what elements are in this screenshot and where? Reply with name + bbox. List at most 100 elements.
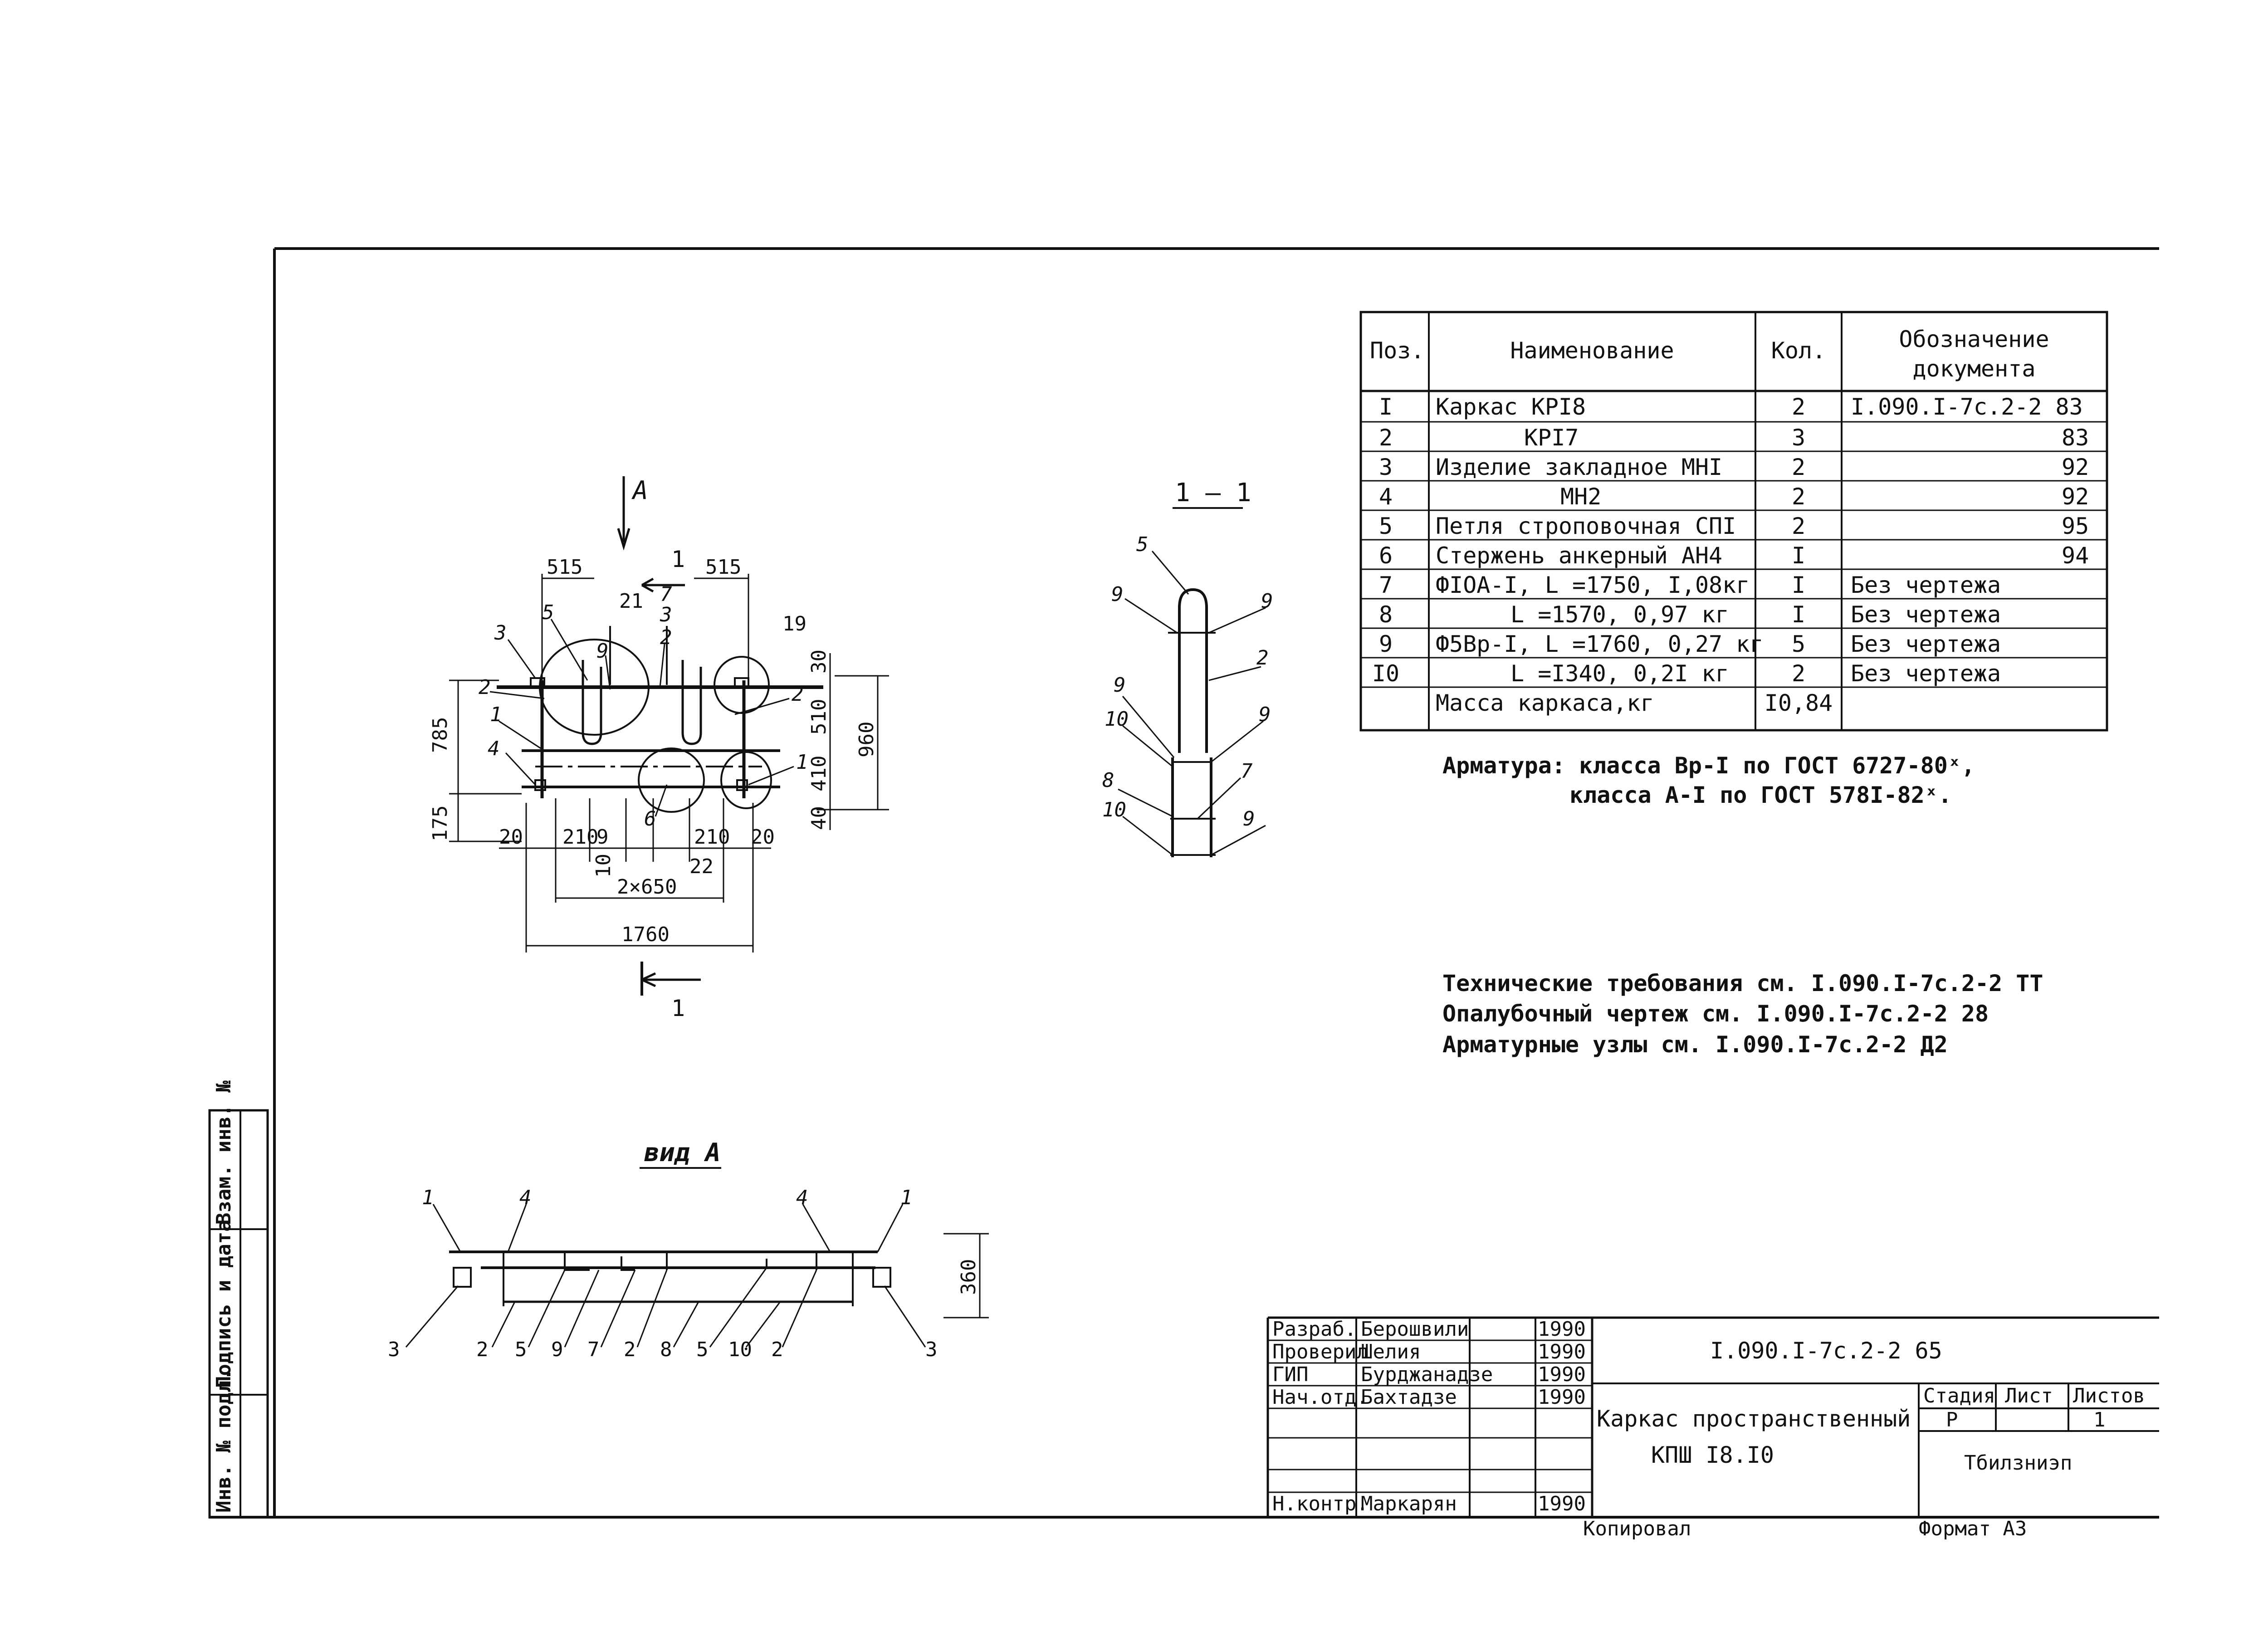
section-label-9-left: 9 xyxy=(1111,583,1124,606)
dim-10: 10 xyxy=(592,854,615,878)
specification-table: Поз. Наименование Кол. Обозначение докум… xyxy=(1359,311,2108,732)
section-label-7: 7 xyxy=(1241,760,1253,783)
title-block-role: Проверил xyxy=(1272,1340,1369,1363)
section-label-8: 8 xyxy=(1102,769,1114,792)
dim-410: 410 xyxy=(807,756,831,791)
spec-header-doc-1: Обозначение xyxy=(1899,326,2049,352)
spec-cell-qty: I xyxy=(1792,542,1805,569)
spec-header-name: Наименование xyxy=(1510,337,1674,364)
title-block-date: 1990 xyxy=(1538,1492,1586,1515)
spec-cell-qty: 3 xyxy=(1792,425,1805,451)
spec-cell-pos: 5 xyxy=(1379,513,1393,539)
title-block-date: 1990 xyxy=(1538,1318,1586,1341)
spec-header-pos: Поз. xyxy=(1370,337,1424,364)
view-a-top-label-1: 1 xyxy=(422,1186,434,1209)
dim-2x650: 2×650 xyxy=(617,875,677,899)
spec-cell-name: МН2 xyxy=(1560,484,1601,510)
stage-value: Р xyxy=(1946,1408,1958,1431)
plan-label-1: 1 xyxy=(490,703,502,726)
view-a-label-2: 2 xyxy=(476,1338,489,1361)
view-a-label-2b: 2 xyxy=(624,1338,636,1361)
dim-515-right: 515 xyxy=(705,556,741,579)
spec-cell-name: Петля строповочная СПI xyxy=(1436,513,1736,539)
title-block-name: Бурджанадзе xyxy=(1361,1363,1493,1386)
spec-cell-pos: I xyxy=(1379,394,1393,420)
dim-40: 40 xyxy=(807,806,831,830)
title-block-name: Маркарян xyxy=(1361,1492,1457,1515)
view-a-label-5b: 5 xyxy=(696,1338,709,1361)
spec-cell-qty: 2 xyxy=(1792,454,1805,480)
spec-cell-doc: 95 xyxy=(2062,513,2089,539)
left-margin-strip: Взам. инв. № Подпись и дата Инв. № подл. xyxy=(208,1080,269,1519)
view-a-label-5: 5 xyxy=(515,1338,527,1361)
strip-cell-signature: Подпись и дата xyxy=(212,1220,235,1388)
dim-19: 19 xyxy=(782,612,807,635)
view-a-top-label-4: 4 xyxy=(519,1186,532,1209)
spec-cell-qty: I xyxy=(1792,601,1805,628)
spec-cell-doc: Без чертежа xyxy=(1851,572,2001,598)
spec-cell-pos: I0 xyxy=(1372,660,1399,687)
dim-20-right: 20 xyxy=(751,826,775,849)
title-block-role: Н.контр. xyxy=(1272,1492,1369,1515)
spec-header-doc-2: документа xyxy=(1913,356,2036,382)
spec-cell-name: КРI7 xyxy=(1524,425,1579,451)
note-armature-2: класса А-I по ГОСТ 578I-82ˣ. xyxy=(1569,782,1952,808)
title-block-name: Бахтадзе xyxy=(1361,1386,1457,1409)
dim-30: 30 xyxy=(807,650,831,674)
view-a-label-7: 7 xyxy=(587,1338,600,1361)
spec-cell-doc: 92 xyxy=(2062,484,2089,510)
plan-label-3: 3 xyxy=(494,621,507,645)
spec-cell-doc: 94 xyxy=(2062,542,2089,569)
view-a-label-8: 8 xyxy=(660,1338,672,1361)
dim-960: 960 xyxy=(855,722,878,757)
section-label-9-bottom: 9 xyxy=(1243,807,1255,830)
spec-cell-qty: 2 xyxy=(1792,513,1805,539)
title-block-date: 1990 xyxy=(1538,1386,1586,1409)
spec-cell-qty: 5 xyxy=(1792,631,1805,657)
spec-cell-name: Масса каркаса,кг xyxy=(1436,690,1654,716)
section-label-9-right: 9 xyxy=(1261,590,1273,613)
dim-785: 785 xyxy=(429,717,452,753)
strip-cell-original: Инв. № подл. xyxy=(212,1368,235,1513)
copied-by: Копировал xyxy=(1583,1517,1691,1540)
title-block-name: Берошвили xyxy=(1361,1318,1469,1341)
plan-label-3-top: 3 xyxy=(660,603,672,626)
dim-1760: 1760 xyxy=(621,923,670,946)
notes: Арматура: класса Вр-I по ГОСТ 6727-80ˣ, … xyxy=(1442,752,2043,1058)
view-a-label-9: 9 xyxy=(551,1338,563,1361)
doc-code: I.090.I-7с.2-2 65 xyxy=(1710,1338,1942,1364)
dim-210-right: 210 xyxy=(694,826,730,849)
title-block-date: 1990 xyxy=(1538,1340,1586,1363)
title-block-role: ГИП xyxy=(1272,1363,1308,1386)
plan-label-2-top: 2 xyxy=(660,626,672,649)
dim-20-left: 20 xyxy=(499,826,523,849)
sheets-header: Листов xyxy=(2073,1384,2145,1407)
section-mark-bottom: 1 xyxy=(671,995,685,1021)
spec-cell-name: L =1570, 0,97 кг xyxy=(1510,601,1729,628)
title-block-role: Нач.отд. xyxy=(1272,1386,1369,1409)
spec-cell-pos: 6 xyxy=(1379,542,1393,569)
title-block: Разраб.ПроверилГИПНач.отд.Н.контр.Берошв… xyxy=(1266,1316,2159,1540)
view-a-top-label-4b: 4 xyxy=(796,1186,808,1209)
section-label-9-mid: 9 xyxy=(1114,674,1126,697)
spec-cell-pos: 8 xyxy=(1379,601,1393,628)
organization: Тбилзниэп xyxy=(1964,1451,2072,1475)
sheets-value: 1 xyxy=(2093,1408,2106,1431)
section-title: 1 — 1 xyxy=(1175,478,1251,508)
spec-cell-name: Ф5Вр-I, L =1760, 0,27 кг xyxy=(1436,631,1763,657)
dim-21: 21 xyxy=(619,590,643,613)
dim-175: 175 xyxy=(429,806,452,841)
plan-label-2-left: 2 xyxy=(479,676,491,699)
dim-210-left: 210 xyxy=(562,826,598,849)
view-a-label-3b: 3 xyxy=(925,1338,938,1361)
title-line-1: Каркас пространственный xyxy=(1597,1406,1911,1432)
view-a-label-10: 10 xyxy=(728,1338,752,1361)
section-leaders xyxy=(1118,551,1266,856)
spec-cell-pos: 3 xyxy=(1379,454,1393,480)
spec-row-lines xyxy=(1361,421,2107,688)
title-block-signatures: Разраб.ПроверилГИПНач.отд.Н.контр.Берошв… xyxy=(1272,1318,1586,1515)
spec-cell-qty: 2 xyxy=(1792,394,1805,420)
view-a-title: вид А xyxy=(644,1138,721,1167)
spec-cell-qty: 2 xyxy=(1792,660,1805,687)
